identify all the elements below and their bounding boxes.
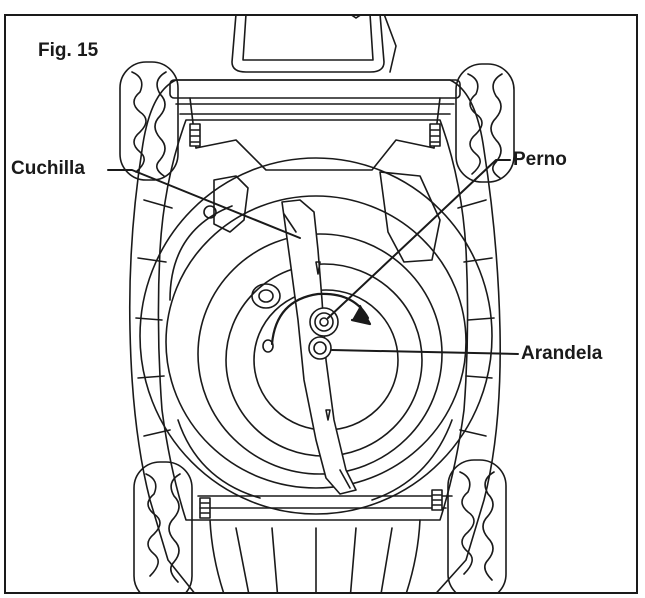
front-axle [197,489,453,519]
leader-arandela [331,349,519,355]
wheel-top-right [455,63,515,183]
deck-ribs-left [135,199,173,437]
mount-hole [251,283,281,353]
handle [231,16,397,73]
callout-arandela: Arandela [521,343,603,364]
callout-cuchilla: Cuchilla [11,158,85,179]
leader-perno [327,159,511,319]
wheel-top-left [119,61,179,181]
deck-ring-outer [139,157,493,515]
wheel-bottom-right [447,459,507,592]
rotation-arrow [270,292,372,346]
washer [308,336,332,360]
deck-outline [128,79,501,592]
wheel-bottom-left [133,461,193,592]
figure-label: Fig. 15 [38,40,99,61]
leader-cuchilla [107,169,301,239]
callout-perno: Perno [513,149,567,170]
rear-axle [169,79,461,171]
